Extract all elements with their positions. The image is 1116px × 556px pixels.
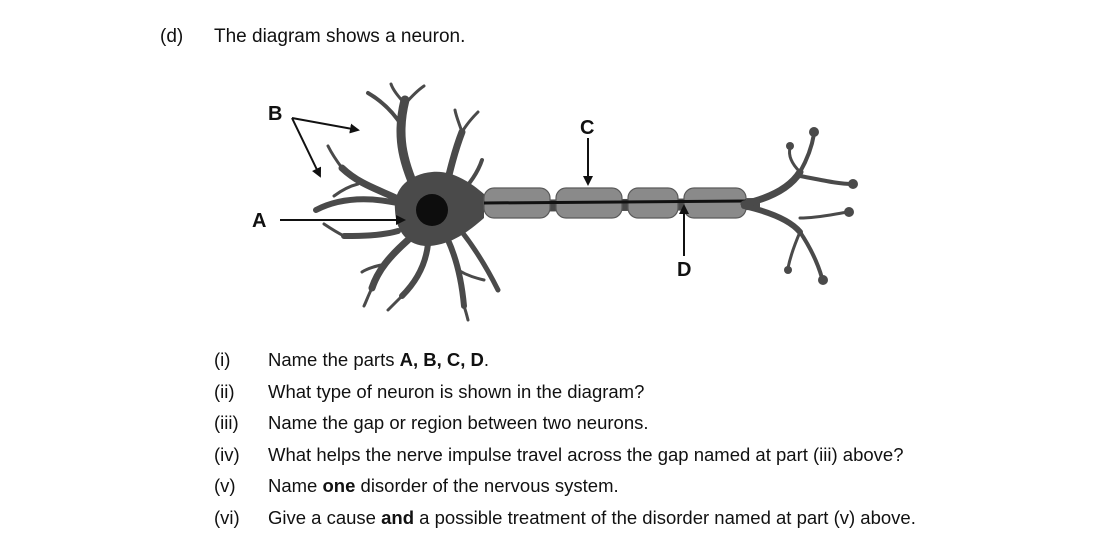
sub-question-list: (i) Name the parts A, B, C, D. (ii) What t…	[214, 347, 916, 537]
sub-question-number: (ii)	[214, 380, 235, 402]
sub-question-text: Give a cause	[268, 506, 382, 528]
question-label: (d)	[160, 26, 184, 47]
myelin-sheath	[483, 187, 747, 219]
sub-question-number: (iii)	[214, 412, 239, 434]
sub-question-number: (v)	[214, 475, 236, 497]
sub-question-text: What type of neuron is shown in the diag…	[268, 380, 645, 402]
neuron-diagram: B A C D	[252, 82, 858, 322]
sub-question: (v) Name one disorder of the nervous syst…	[214, 473, 916, 505]
axon-core-line	[483, 199, 747, 205]
label-a: A	[252, 210, 266, 232]
sub-question: (iii) Name the gap or region between two …	[214, 410, 916, 442]
sub-question-text-end: disorder of the nervous system.	[355, 475, 619, 497]
sub-question-text: Name the gap or region between two neuro…	[268, 412, 649, 434]
sub-question: (ii) What type of neuron is shown in the …	[214, 379, 916, 411]
question-intro: The diagram shows a neuron.	[214, 26, 466, 47]
sub-question-text: Name the parts	[268, 349, 400, 370]
sub-question-number: (iv)	[214, 443, 240, 465]
sub-question-text-end: .	[483, 349, 490, 370]
sub-question-emphasis: A, B, C, D	[399, 349, 484, 370]
axon-terminals	[740, 132, 854, 280]
nucleus	[416, 194, 448, 226]
sub-question: (vi) Give a cause and a possible treatmen…	[214, 505, 916, 537]
sub-question-text: Name	[268, 475, 323, 497]
question-heading: (d) The diagram shows a neuron.	[160, 26, 465, 48]
sub-question: (i) Name the parts A, B, C, D.	[214, 347, 916, 379]
label-c: C	[580, 117, 594, 139]
sub-question-number: (i)	[214, 349, 231, 370]
sub-question-text: What helps the nerve impulse travel acro…	[268, 443, 904, 465]
sub-question-emphasis: one	[322, 475, 356, 497]
sub-question-text-end: a possible treatment of the disorder nam…	[414, 506, 916, 528]
sub-question-number: (vi)	[214, 506, 240, 528]
label-b: B	[268, 103, 282, 125]
label-pointers	[280, 117, 689, 256]
label-d: D	[677, 259, 691, 281]
terminal-bulbs	[784, 127, 858, 285]
sub-question-emphasis: and	[381, 506, 415, 528]
sub-question: (iv) What helps the nerve impulse travel …	[214, 442, 916, 474]
